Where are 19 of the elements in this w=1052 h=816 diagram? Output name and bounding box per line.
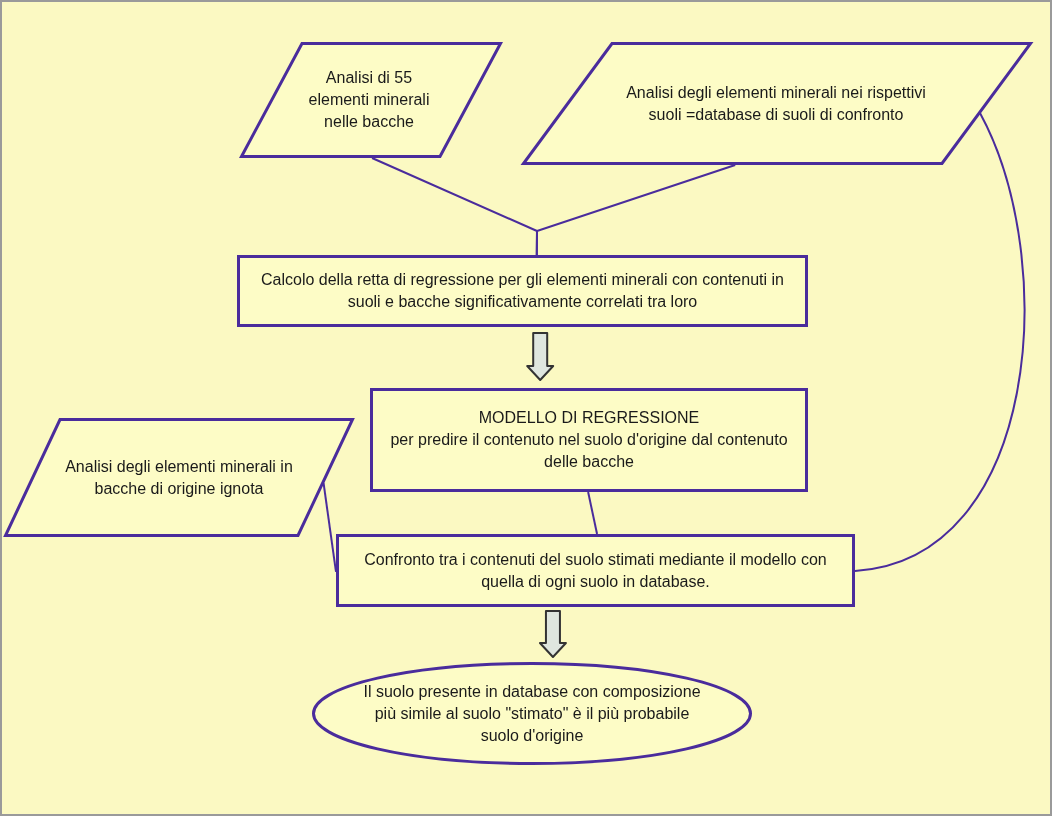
connector-line [587, 491, 599, 535]
node-text: per predire il contenuto nel suolo d'origine dal contenuto delle bacche [389, 430, 789, 472]
data-parallelogram [4, 418, 354, 537]
data-parallelogram [522, 42, 1032, 165]
node-text: Analisi degli elementi minerali nei rispettivi suoli =database di suoli di confronto [625, 82, 927, 125]
data-parallelogram [240, 42, 502, 158]
block-arrow [526, 332, 555, 381]
terminal-ellipse [312, 662, 752, 765]
connector-line [535, 164, 737, 256]
node-heading: MODELLO DI REGRESSIONE [478, 408, 700, 428]
node-text: Calcolo della retta di regressione per gli elementi minerali con contenuti in suoli e bacche significativamente correlati tra loro [260, 270, 785, 312]
node-text: Analisi degli elementi minerali in bacche di origine ignota [64, 456, 294, 499]
process-box [370, 388, 808, 492]
node-text: Analisi di 55 elementi minerali nelle bacche [307, 68, 431, 132]
process-box [336, 534, 855, 607]
node-text: Il suolo presente in database con composizione più simile al suolo "stimato" è il più probabile suolo d'origine [362, 681, 702, 746]
process-box [237, 255, 808, 327]
node-text: Confronto tra i contenuti del suolo stimati mediante il modello con quella di ogni suolo in database. [363, 549, 828, 592]
block-arrow [538, 610, 567, 658]
